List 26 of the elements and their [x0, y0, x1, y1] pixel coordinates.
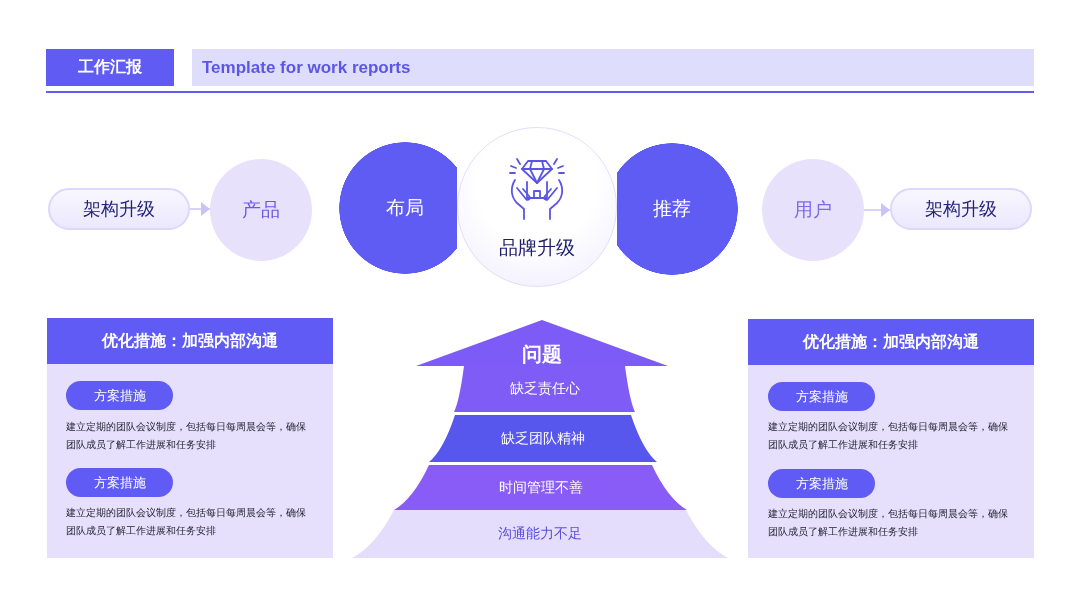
measure-tag: 方案措施 [66, 468, 173, 497]
description-text: 建立定期的团队会议制度，包括每日每周晨会等，确保团队成员了解工作进展和任务安排 [66, 506, 307, 538]
subtitle-bar: Template for work reports [192, 49, 1034, 86]
circle-label: 品牌升级 [498, 236, 576, 260]
topic-pill: 架构升级 [48, 188, 190, 230]
pyramid-layer: 缺乏责任心 [454, 366, 635, 412]
info-panel [47, 318, 333, 558]
panel-header: 优化措施：加强内部沟通 [47, 318, 333, 364]
topic-circle: 产品 [210, 159, 312, 261]
header-tab: 工作汇报 [46, 49, 174, 86]
arrow [863, 203, 891, 217]
measure-tag: 方案措施 [66, 381, 173, 410]
info-panel [748, 319, 1034, 558]
pyramid-layer: 时间管理不善 [394, 465, 687, 510]
topic-pill: 架构升级 [890, 188, 1032, 230]
description-text: 建立定期的团队会议制度，包括每日每周晨会等，确保团队成员了解工作进展和任务安排 [66, 420, 307, 452]
description-text: 建立定期的团队会议制度，包括每日每周晨会等，确保团队成员了解工作进展和任务安排 [768, 507, 1009, 539]
arrow [189, 202, 211, 216]
measure-tag: 方案措施 [768, 382, 875, 411]
pyramid-layer: 沟通能力不足 [352, 510, 728, 558]
pyramid-layer: 缺乏团队精神 [429, 415, 657, 462]
pyramid-arrow-top: 问题 [416, 320, 668, 366]
measure-tag: 方案措施 [768, 469, 875, 498]
description-text: 建立定期的团队会议制度，包括每日每周晨会等，确保团队成员了解工作进展和任务安排 [768, 420, 1009, 452]
topic-circle: 用户 [762, 159, 864, 261]
panel-header: 优化措施：加强内部沟通 [748, 319, 1034, 365]
